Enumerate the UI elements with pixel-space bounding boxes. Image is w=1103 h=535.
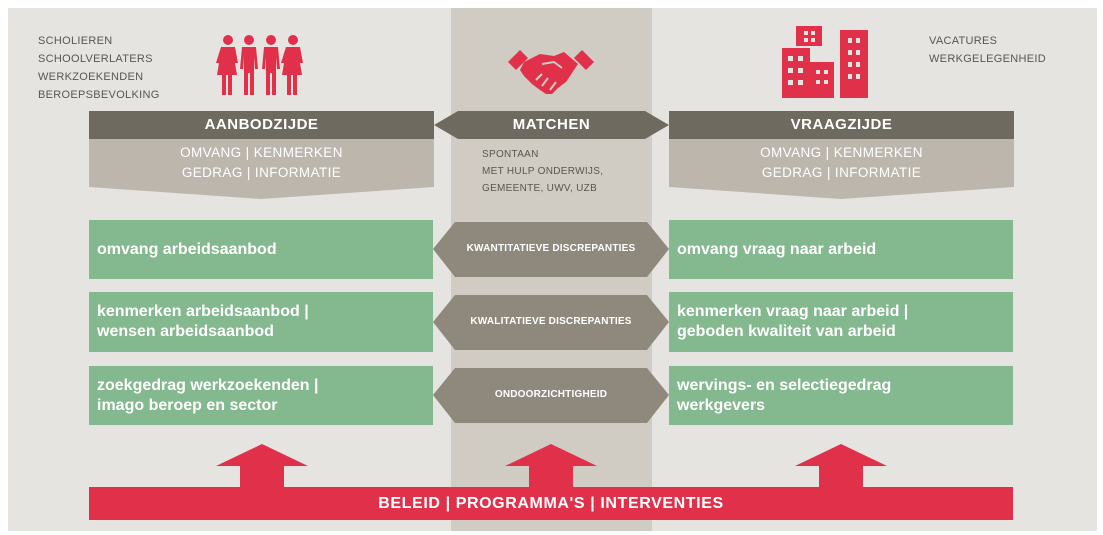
matching-sub-line: GEMEENTE, UWV, UZB	[482, 183, 598, 194]
supply-group: SCHOLIEREN	[38, 35, 113, 47]
supply-group: SCHOOLVERLATERS	[38, 53, 153, 65]
supply-header: AANBODZIJDE	[89, 111, 434, 139]
demand-subbox: OMVANG | KENMERKEN GEDRAG | INFORMATIE	[669, 139, 1014, 199]
discrepancy-arrow-3: ONDOORZICHTIGHEID	[433, 368, 669, 423]
demand-box-2: kenmerken vraag naar arbeid | geboden kw…	[669, 292, 1013, 352]
buildings-icon	[780, 26, 872, 100]
up-arrow-center	[505, 444, 597, 489]
supply-sub-line2: GEDRAG | INFORMATIE	[181, 165, 342, 180]
supply-box-1: omvang arbeidsaanbod	[89, 220, 433, 279]
supply-box-line: imago beroep en sector	[97, 396, 278, 414]
matching-header-label: MATCHEN	[512, 116, 591, 133]
supply-box-line: kenmerken arbeidsaanbod |	[97, 303, 309, 320]
people-icon	[216, 34, 312, 98]
demand-sub-line2: GEDRAG | INFORMATIE	[761, 165, 922, 180]
demand-groups-list: VACATURES WERKGELEGENHEID	[929, 32, 1046, 68]
demand-box-line: werkgevers	[677, 396, 766, 414]
supply-groups-list: SCHOLIEREN SCHOOLVERLATERS WERKZOEKENDEN…	[38, 32, 160, 104]
supply-sub-line1: OMVANG | KENMERKEN	[180, 145, 343, 160]
demand-box-line: wervings- en selectiegedrag	[677, 376, 892, 394]
supply-subbox: OMVANG | KENMERKEN GEDRAG | INFORMATIE	[89, 139, 434, 199]
matching-sub-line: MET HULP ONDERWIJS,	[482, 166, 604, 177]
up-arrow-right	[795, 444, 887, 489]
supply-box-line: zoekgedrag werkzoekenden |	[97, 376, 319, 394]
discrepancy-label: KWANTITATIEVE DISCREPANTIES	[466, 243, 636, 254]
discrepancy-arrow-1: KWANTITATIEVE DISCREPANTIES	[433, 222, 669, 277]
demand-group: WERKGELEGENHEID	[929, 53, 1046, 65]
supply-box-2: kenmerken arbeidsaanbod | wensen arbeids…	[89, 292, 433, 352]
demand-box-3: wervings- en selectiegedrag werkgevers	[669, 366, 1013, 425]
demand-sub-line1: OMVANG | KENMERKEN	[760, 145, 923, 160]
discrepancy-arrow-2: KWALITATIEVE DISCREPANTIES	[433, 295, 669, 350]
demand-box-line: geboden kwaliteit van arbeid	[677, 323, 896, 340]
demand-header: VRAAGZIJDE	[669, 111, 1014, 139]
demand-box-1: omvang vraag naar arbeid	[669, 220, 1013, 279]
supply-box-line: wensen arbeidsaanbod	[97, 323, 274, 340]
discrepancy-label: ONDOORZICHTIGHEID	[494, 389, 608, 400]
supply-box-line: omvang arbeidsaanbod	[97, 240, 277, 258]
supply-group: BEROEPSBEVOLKING	[38, 89, 160, 101]
discrepancy-label: KWALITATIEVE DISCREPANTIES	[470, 316, 632, 327]
matching-header: MATCHEN	[434, 111, 669, 139]
matching-sub-line: SPONTAAN	[482, 149, 539, 160]
policy-bar: BELEID | PROGRAMMA'S | INTERVENTIES	[89, 487, 1013, 520]
matching-sub: SPONTAAN MET HULP ONDERWIJS, GEMEENTE, U…	[482, 146, 603, 197]
up-arrow-left	[216, 444, 308, 489]
supply-group: WERKZOEKENDEN	[38, 71, 144, 83]
demand-box-line: omvang vraag naar arbeid	[677, 240, 877, 258]
demand-box-line: kenmerken vraag naar arbeid |	[677, 303, 909, 320]
supply-box-3: zoekgedrag werkzoekenden | imago beroep …	[89, 366, 433, 425]
demand-group: VACATURES	[929, 35, 998, 47]
handshake-icon	[506, 42, 596, 98]
